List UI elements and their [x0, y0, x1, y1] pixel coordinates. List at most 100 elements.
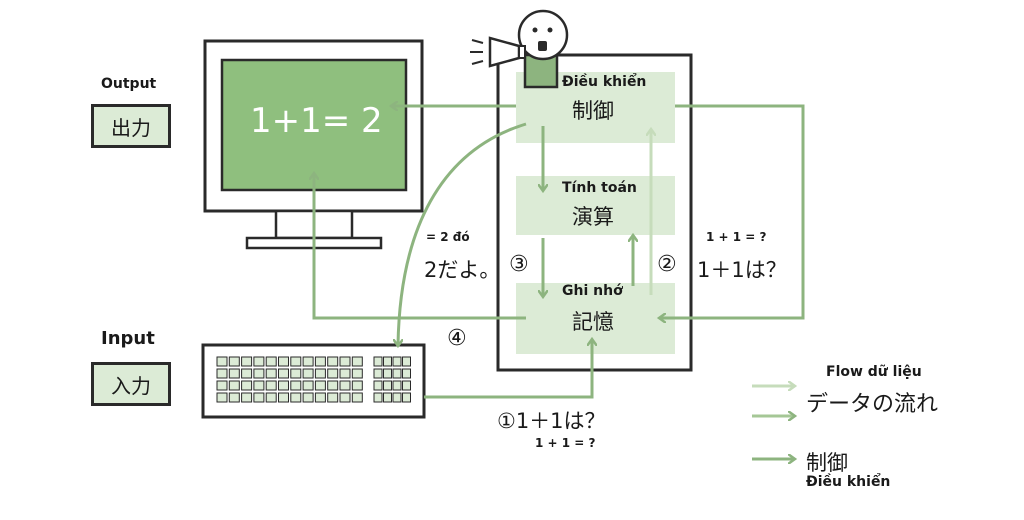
- step3-caption: = 2 đó: [426, 230, 470, 244]
- keyboard-key: [302, 368, 314, 379]
- speaker-body: [523, 53, 559, 89]
- legend-data-flow-caption: Flow dữ liệu: [826, 364, 922, 380]
- keyboard-key: [228, 368, 240, 379]
- keyboard-key: [290, 380, 302, 391]
- keyboard-key: [241, 368, 253, 379]
- keyboard-key: [327, 392, 339, 403]
- step3-text: 2だよ。: [424, 258, 501, 282]
- keyboard-key: [278, 392, 289, 403]
- arrow-keyboard-to-memory: [424, 340, 592, 399]
- keyboard-key: [290, 356, 302, 367]
- megaphone-icon: [470, 36, 526, 68]
- keyboard-key: [383, 368, 392, 379]
- keyboard-key: [373, 392, 383, 403]
- keyboard-key: [302, 356, 314, 367]
- output-label: 出力: [91, 104, 171, 148]
- speaker-figure: [470, 9, 569, 89]
- keyboard-key: [290, 368, 302, 379]
- keyboard-key: [339, 392, 351, 403]
- keyboard-key: [216, 368, 228, 379]
- step2-caption: 1 + 1 = ?: [706, 230, 767, 244]
- legend-control-caption: Điều khiển: [806, 474, 891, 490]
- keyboard-key: [402, 380, 411, 391]
- step4-marker: ④: [447, 326, 467, 351]
- keyboard-key: [351, 368, 363, 379]
- keyboard-keys: [216, 356, 411, 403]
- keyboard-key: [392, 356, 402, 367]
- keyboard-key: [327, 368, 339, 379]
- keyboard-key: [392, 368, 402, 379]
- keyboard-key: [253, 392, 265, 403]
- arrow-control-to-keyboard: [398, 122, 527, 345]
- monitor-screen: [220, 58, 408, 192]
- keyboard-key: [228, 380, 240, 391]
- keyboard-key: [383, 392, 392, 403]
- keyboard-key: [278, 356, 289, 367]
- keyboard-key: [339, 356, 351, 367]
- step2-text: 1＋1は？: [697, 258, 787, 282]
- arrow-memory-to-monitor: [314, 174, 526, 320]
- keyboard-key: [383, 356, 392, 367]
- screen-text: 1+1= 2: [250, 101, 383, 141]
- step3-marker: ③: [509, 252, 529, 277]
- keyboard-key: [327, 356, 339, 367]
- step1-text: ①1＋1は？: [497, 409, 606, 433]
- keyboard-key: [392, 380, 402, 391]
- control-label: 制御: [572, 99, 614, 123]
- keyboard-key: [265, 356, 277, 367]
- keyboard-key: [402, 392, 411, 403]
- keyboard-key: [373, 356, 383, 367]
- keyboard-key: [314, 356, 326, 367]
- keyboard-key: [351, 356, 363, 367]
- input-caption: Input: [101, 328, 155, 349]
- keyboard-key: [228, 356, 240, 367]
- keyboard: [201, 343, 426, 419]
- arithmetic-caption: Tính toán: [562, 180, 637, 196]
- keyboard-key: [383, 380, 392, 391]
- keyboard-key: [339, 380, 351, 391]
- speaker-eye-left: [532, 27, 538, 33]
- keyboard-key: [265, 380, 277, 391]
- control-caption: Điều khiển: [562, 74, 647, 90]
- keyboard-key: [402, 356, 411, 367]
- arrow-control-loop-to-memory: [660, 104, 805, 318]
- keyboard-key: [253, 380, 265, 391]
- keyboard-key: [228, 392, 240, 403]
- input-label: 入力: [91, 362, 171, 406]
- step1-caption: 1 + 1 = ?: [535, 436, 596, 450]
- keyboard-key: [253, 368, 265, 379]
- keyboard-key: [253, 356, 265, 367]
- keyboard-key: [241, 392, 253, 403]
- output-caption: Output: [101, 76, 157, 92]
- keyboard-key: [216, 392, 228, 403]
- keyboard-key: [373, 368, 383, 379]
- memory-label: 記憶: [572, 310, 614, 334]
- keyboard-key: [265, 392, 277, 403]
- keyboard-key: [302, 380, 314, 391]
- legend-data-flow-label: データの流れ: [806, 392, 939, 417]
- keyboard-key: [373, 380, 383, 391]
- speaker-eye-right: [547, 27, 553, 33]
- keyboard-key: [339, 368, 351, 379]
- keyboard-key: [241, 356, 253, 367]
- memory-caption: Ghi nhớ: [562, 283, 623, 299]
- keyboard-key: [216, 356, 228, 367]
- keyboard-key: [327, 380, 339, 391]
- speaker-mouth: [538, 41, 547, 51]
- keyboard-key: [351, 392, 363, 403]
- keyboard-key: [278, 380, 289, 391]
- step2-marker: ②: [657, 252, 677, 277]
- keyboard-key: [351, 380, 363, 391]
- legend-control-label: 制御: [806, 451, 848, 475]
- keyboard-key: [314, 368, 326, 379]
- arithmetic-label: 演算: [572, 205, 614, 229]
- keyboard-key: [290, 392, 302, 403]
- keyboard-key: [265, 368, 277, 379]
- keyboard-key: [314, 380, 326, 391]
- keyboard-key: [314, 392, 326, 403]
- keyboard-key: [302, 392, 314, 403]
- keyboard-key: [402, 368, 411, 379]
- keyboard-key: [241, 380, 253, 391]
- speaker-head: [517, 9, 569, 61]
